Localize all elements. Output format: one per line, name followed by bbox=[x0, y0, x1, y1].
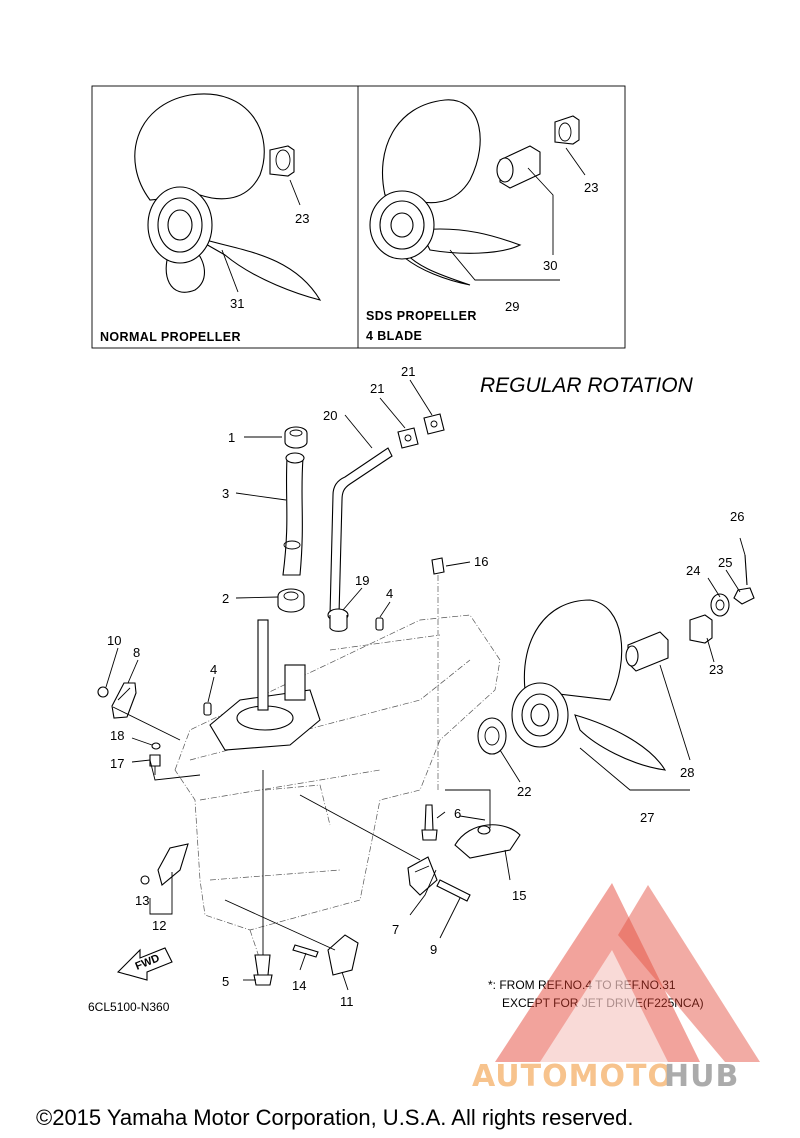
callout-10: 10 bbox=[107, 633, 121, 648]
part-7-anode bbox=[407, 856, 438, 896]
normal-propeller-label: NORMAL PROPELLER bbox=[100, 330, 241, 344]
leader-lines bbox=[105, 379, 746, 991]
part-24-washer bbox=[710, 593, 730, 617]
part-5-drain-screw bbox=[253, 954, 273, 986]
callout-22: 22 bbox=[517, 784, 531, 799]
part-17-screw bbox=[149, 754, 161, 775]
part-22-thrust-washer bbox=[477, 717, 507, 755]
callout-7: 7 bbox=[392, 922, 399, 937]
sds-propeller-illustration bbox=[369, 99, 580, 286]
callout-23: 23 bbox=[295, 211, 309, 226]
part-14-bolt bbox=[292, 944, 319, 958]
sds-blade-count-label: 4 BLADE bbox=[366, 329, 422, 343]
normal-propeller-illustration bbox=[134, 93, 322, 301]
part-4-dowel-b bbox=[203, 702, 212, 716]
part-3-water-tube bbox=[282, 452, 305, 576]
part-20-pipe bbox=[329, 447, 393, 616]
callout-11: 11 bbox=[340, 994, 354, 1009]
part-21-grommet-a bbox=[397, 427, 419, 449]
callout-3: 3 bbox=[222, 486, 229, 501]
part-25-nut bbox=[733, 587, 755, 605]
callout-5: 5 bbox=[222, 974, 229, 989]
sds-hub-30 bbox=[496, 145, 541, 189]
callout-28: 28 bbox=[680, 765, 694, 780]
part-12-trim-tab bbox=[140, 843, 189, 886]
watermark-text-part1: AUTOMOTO bbox=[472, 1059, 674, 1094]
part-21-grommet-b bbox=[423, 413, 445, 435]
callout-14: 14 bbox=[292, 978, 306, 993]
diagram-code: 6CL5100-N360 bbox=[88, 1000, 170, 1014]
callout-2: 2 bbox=[222, 591, 229, 606]
callout-8: 8 bbox=[133, 645, 140, 660]
copyright-notice: ©2015 Yamaha Motor Corporation, U.S.A. A… bbox=[36, 1105, 633, 1130]
callouts: 1 3 2 20 21 21 19 4 4 16 10 8 18 17 13 1… bbox=[107, 364, 744, 1009]
callout-29: 29 bbox=[505, 299, 519, 314]
callout-23: 23 bbox=[584, 180, 598, 195]
callout-4: 4 bbox=[210, 662, 217, 677]
callout-1: 1 bbox=[228, 430, 235, 445]
callout-20: 20 bbox=[323, 408, 337, 423]
part-4-dowel-a bbox=[375, 617, 384, 631]
propeller-panels: 23 31 23 30 29 NORMAL PROPELLER SDS PROP… bbox=[91, 85, 626, 349]
callout-13: 13 bbox=[135, 893, 149, 908]
callout-31: 31 bbox=[230, 296, 244, 311]
callout-9: 9 bbox=[430, 942, 437, 957]
fwd-arrow: FWD bbox=[116, 947, 173, 981]
part-23-spacer bbox=[689, 614, 713, 644]
part-10-bolt bbox=[97, 686, 109, 698]
water-pump-housing bbox=[209, 619, 321, 751]
panel-frame bbox=[91, 85, 626, 349]
callout-21: 21 bbox=[401, 364, 415, 379]
sds-propeller-label: SDS PROPELLER bbox=[366, 309, 477, 323]
callout-18: 18 bbox=[110, 728, 124, 743]
part-16-bolt bbox=[431, 557, 445, 790]
part-6-bolt bbox=[421, 804, 438, 841]
part-15-anode-fin bbox=[454, 824, 521, 859]
callout-24: 24 bbox=[686, 563, 700, 578]
callout-30: 30 bbox=[543, 258, 557, 273]
watermark-text-part2: HUB bbox=[664, 1059, 739, 1094]
callout-26: 26 bbox=[730, 509, 744, 524]
callout-12: 12 bbox=[152, 918, 166, 933]
part-26-cotter-pin bbox=[744, 554, 748, 586]
part-1-grommet bbox=[284, 426, 308, 449]
part-13-nut bbox=[140, 875, 150, 885]
part-18-washer bbox=[151, 742, 161, 750]
part-27-propeller bbox=[511, 599, 667, 771]
callout-19: 19 bbox=[355, 573, 369, 588]
watermark-logo: AUTOMOTO HUB bbox=[472, 883, 760, 1094]
lower-casing bbox=[174, 614, 501, 961]
part-11-cover bbox=[327, 934, 359, 976]
callout-17: 17 bbox=[110, 756, 124, 771]
callout-16: 16 bbox=[474, 554, 488, 569]
rotation-title: REGULAR ROTATION bbox=[480, 374, 694, 397]
part-28-hub bbox=[625, 631, 669, 672]
callout-6: 6 bbox=[454, 806, 461, 821]
callout-21: 21 bbox=[370, 381, 384, 396]
part-19-fitting bbox=[327, 608, 349, 632]
callout-23: 23 bbox=[709, 662, 723, 677]
part-9-bolt bbox=[436, 879, 471, 902]
part-2-seal bbox=[277, 588, 305, 613]
callout-4: 4 bbox=[386, 586, 393, 601]
spacer-23-sds bbox=[554, 115, 580, 145]
callout-27: 27 bbox=[640, 810, 654, 825]
callout-25: 25 bbox=[718, 555, 732, 570]
callout-15: 15 bbox=[512, 888, 526, 903]
